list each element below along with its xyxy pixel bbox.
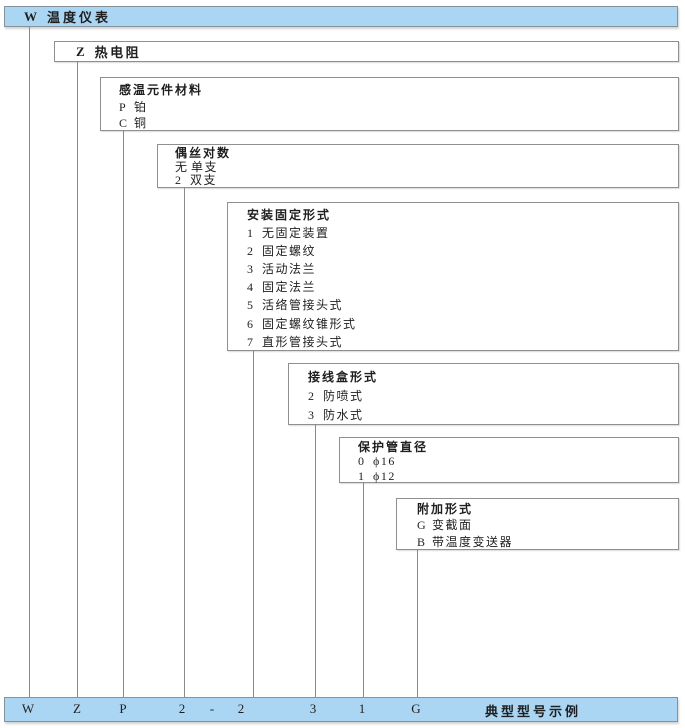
example-code: W [21, 701, 35, 716]
option-code: 5 [247, 298, 253, 313]
box-additional-form: 附加形式 G 变截面 B 带温度变送器 [396, 498, 679, 550]
example-code: 2 [237, 701, 245, 716]
option-row: 无单支 [175, 159, 678, 175]
box-title: 附加形式 [417, 502, 474, 516]
option-row: 1 ϕ12 [358, 469, 678, 483]
series-label: 温度仪表 [47, 10, 112, 25]
option-label: 活络管接头式 [262, 298, 344, 313]
option-code: 0 [358, 454, 364, 469]
sensor-type-label: 热电阻 [94, 45, 142, 60]
option-label: 固定螺纹 [262, 244, 317, 259]
series-bar: W 温度仪表 [4, 6, 678, 27]
connector-line-element-material [123, 130, 124, 697]
option-code: 6 [247, 316, 253, 331]
option-label: 固定法兰 [262, 280, 317, 295]
option-code: C [119, 116, 128, 130]
option-row: 2 双支 [175, 173, 678, 188]
connector-line-junction-box [315, 424, 316, 697]
connector-line-wire-pairs [184, 187, 185, 697]
box-junction-box-form: 接线盒形式 2 防喷式 3 防水式 [288, 363, 679, 425]
box-title: 安装固定形式 [247, 208, 332, 222]
option-code: 无 [175, 159, 188, 174]
option-row: 5 活络管接头式 [247, 296, 678, 314]
option-label: 固定螺纹锥形式 [262, 316, 357, 331]
example-model-bar: W Z P 2 - 2 3 1 G 典型型号示例 [4, 697, 678, 722]
option-row: 4 固定法兰 [247, 278, 678, 296]
connector-line-tube-diameter [363, 482, 364, 697]
option-row: 1 无固定装置 [247, 224, 678, 242]
example-code: 2 [178, 701, 186, 716]
sensor-type-code: Z [76, 43, 85, 59]
example-code: 1 [358, 701, 366, 716]
option-label: 变截面 [432, 518, 473, 533]
connector-line-additional-form [417, 549, 418, 697]
option-row: 3 防水式 [308, 406, 678, 425]
example-code: 3 [309, 701, 317, 716]
option-code: P [119, 99, 126, 114]
option-label: 活动法兰 [262, 262, 317, 277]
option-label: 带温度变送器 [432, 534, 514, 549]
option-row: G 变截面 [417, 517, 678, 533]
option-row: 2 固定螺纹 [247, 242, 678, 260]
option-row: 3 活动法兰 [247, 260, 678, 278]
option-label: 铂 [134, 99, 148, 114]
option-row: 6 固定螺纹锥形式 [247, 315, 678, 333]
box-title: 感温元件材料 [119, 83, 204, 97]
option-row: 2 防喷式 [308, 387, 678, 406]
option-label: 防水式 [323, 408, 364, 423]
option-code: 1 [247, 226, 253, 241]
option-code: 1 [358, 468, 364, 483]
option-label: ϕ12 [373, 468, 396, 483]
box-sensor-type: Z 热电阻 [54, 41, 679, 62]
option-code: 4 [247, 280, 253, 295]
option-code: 7 [247, 334, 253, 349]
box-title: 接线盒形式 [308, 370, 379, 384]
connector-line-sensor-type [77, 61, 78, 697]
option-label: 直形管接头式 [262, 334, 344, 349]
option-code: 3 [247, 262, 253, 277]
example-caption: 典型型号示例 [484, 704, 582, 719]
box-title: 偶丝对数 [175, 146, 232, 160]
box-wire-pairs: 偶丝对数 无单支 2 双支 [157, 144, 679, 188]
option-label: 防喷式 [323, 389, 364, 404]
option-label: ϕ16 [373, 454, 396, 469]
option-row: 0 ϕ16 [358, 454, 678, 468]
connector-line-series [29, 26, 30, 697]
option-row: B 带温度变送器 [417, 534, 678, 550]
option-label: 单支 [191, 159, 219, 174]
example-code: Z [73, 701, 81, 716]
option-code: 2 [247, 244, 253, 259]
example-code: P [119, 701, 127, 716]
option-label: 铜 [134, 116, 148, 130]
connector-line-mounting [253, 350, 254, 697]
example-code: G [411, 701, 421, 716]
option-label: 双支 [190, 173, 218, 188]
box-tube-diameter: 保护管直径 0 ϕ16 1 ϕ12 [339, 437, 679, 483]
option-code: B [417, 534, 426, 549]
option-code: 2 [308, 389, 314, 404]
option-label: 无固定装置 [262, 226, 330, 241]
option-row: 7 直形管接头式 [247, 333, 678, 351]
option-code: 3 [308, 408, 314, 423]
example-code-separator: - [209, 701, 215, 716]
series-code: W [24, 8, 37, 24]
option-code: G [417, 518, 426, 533]
option-code: 2 [175, 173, 181, 188]
box-title: 保护管直径 [358, 440, 429, 454]
